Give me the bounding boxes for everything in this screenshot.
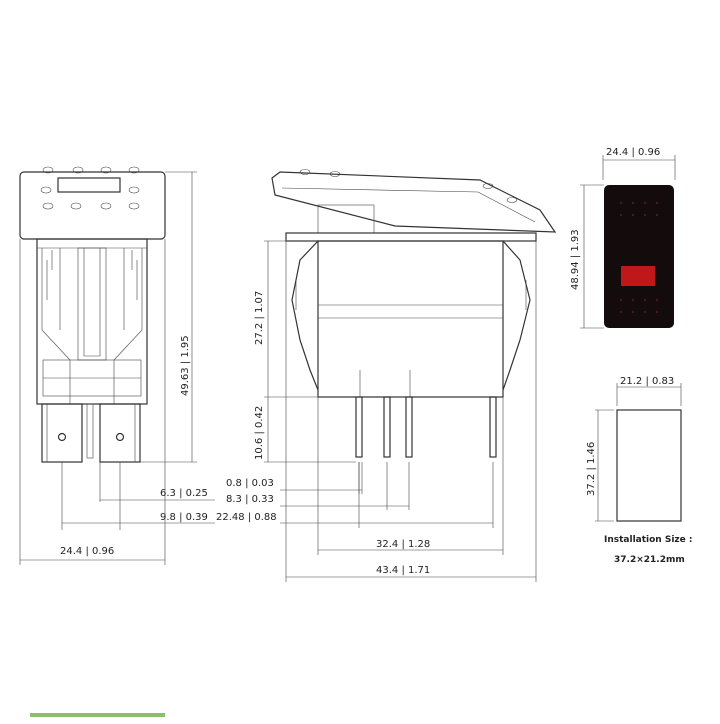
- front-cap: [19, 171, 166, 240]
- indicator-light: [621, 266, 655, 286]
- front-body: [36, 238, 148, 405]
- bottom-strip: [30, 713, 165, 717]
- side-view: [264, 169, 557, 582]
- install-size-value: 37.2×21.2mm: [614, 555, 685, 565]
- top-height-label: 48.94 | 1.93: [570, 229, 581, 290]
- pin-span-label: 22.48 | 0.88: [216, 512, 277, 523]
- cutout-rect: [616, 409, 682, 522]
- side-clip-left: [291, 240, 319, 391]
- top-width-label: 24.4 | 0.96: [606, 147, 660, 158]
- body-length-label: 32.4 | 1.28: [376, 539, 430, 550]
- cutout-view: [595, 383, 682, 522]
- total-length-label: 43.4 | 1.71: [376, 565, 430, 576]
- front-width-label: 24.4 | 0.96: [60, 546, 114, 557]
- switch-face: [604, 185, 674, 328]
- face-dots: [619, 201, 659, 314]
- side-rocker: [271, 171, 557, 233]
- cut-height-label: 37.2 | 1.46: [586, 442, 597, 496]
- pin-gap-small-label: 6.3 | 0.25: [160, 488, 208, 499]
- front-cap-bumps: [40, 166, 140, 210]
- side-lower-label: 10.6 | 0.42: [254, 406, 265, 460]
- front-view: [19, 166, 215, 565]
- top-view: [580, 155, 676, 329]
- side-upper-label: 27.2 | 1.07: [254, 291, 265, 345]
- pin-thick-a-label: 0.8 | 0.03: [226, 478, 274, 489]
- front-height-label: 49.63 | 1.95: [180, 335, 191, 396]
- pin-gap-large-label: 9.8 | 0.39: [160, 512, 208, 523]
- side-body: [317, 240, 504, 398]
- install-size-label: Installation Size :: [604, 535, 692, 545]
- cut-width-label: 21.2 | 0.83: [620, 376, 674, 387]
- side-clip-right: [502, 240, 531, 391]
- front-cap-window: [57, 177, 121, 193]
- side-flange: [285, 232, 537, 242]
- pin-thick-b-label: 8.3 | 0.33: [226, 494, 274, 505]
